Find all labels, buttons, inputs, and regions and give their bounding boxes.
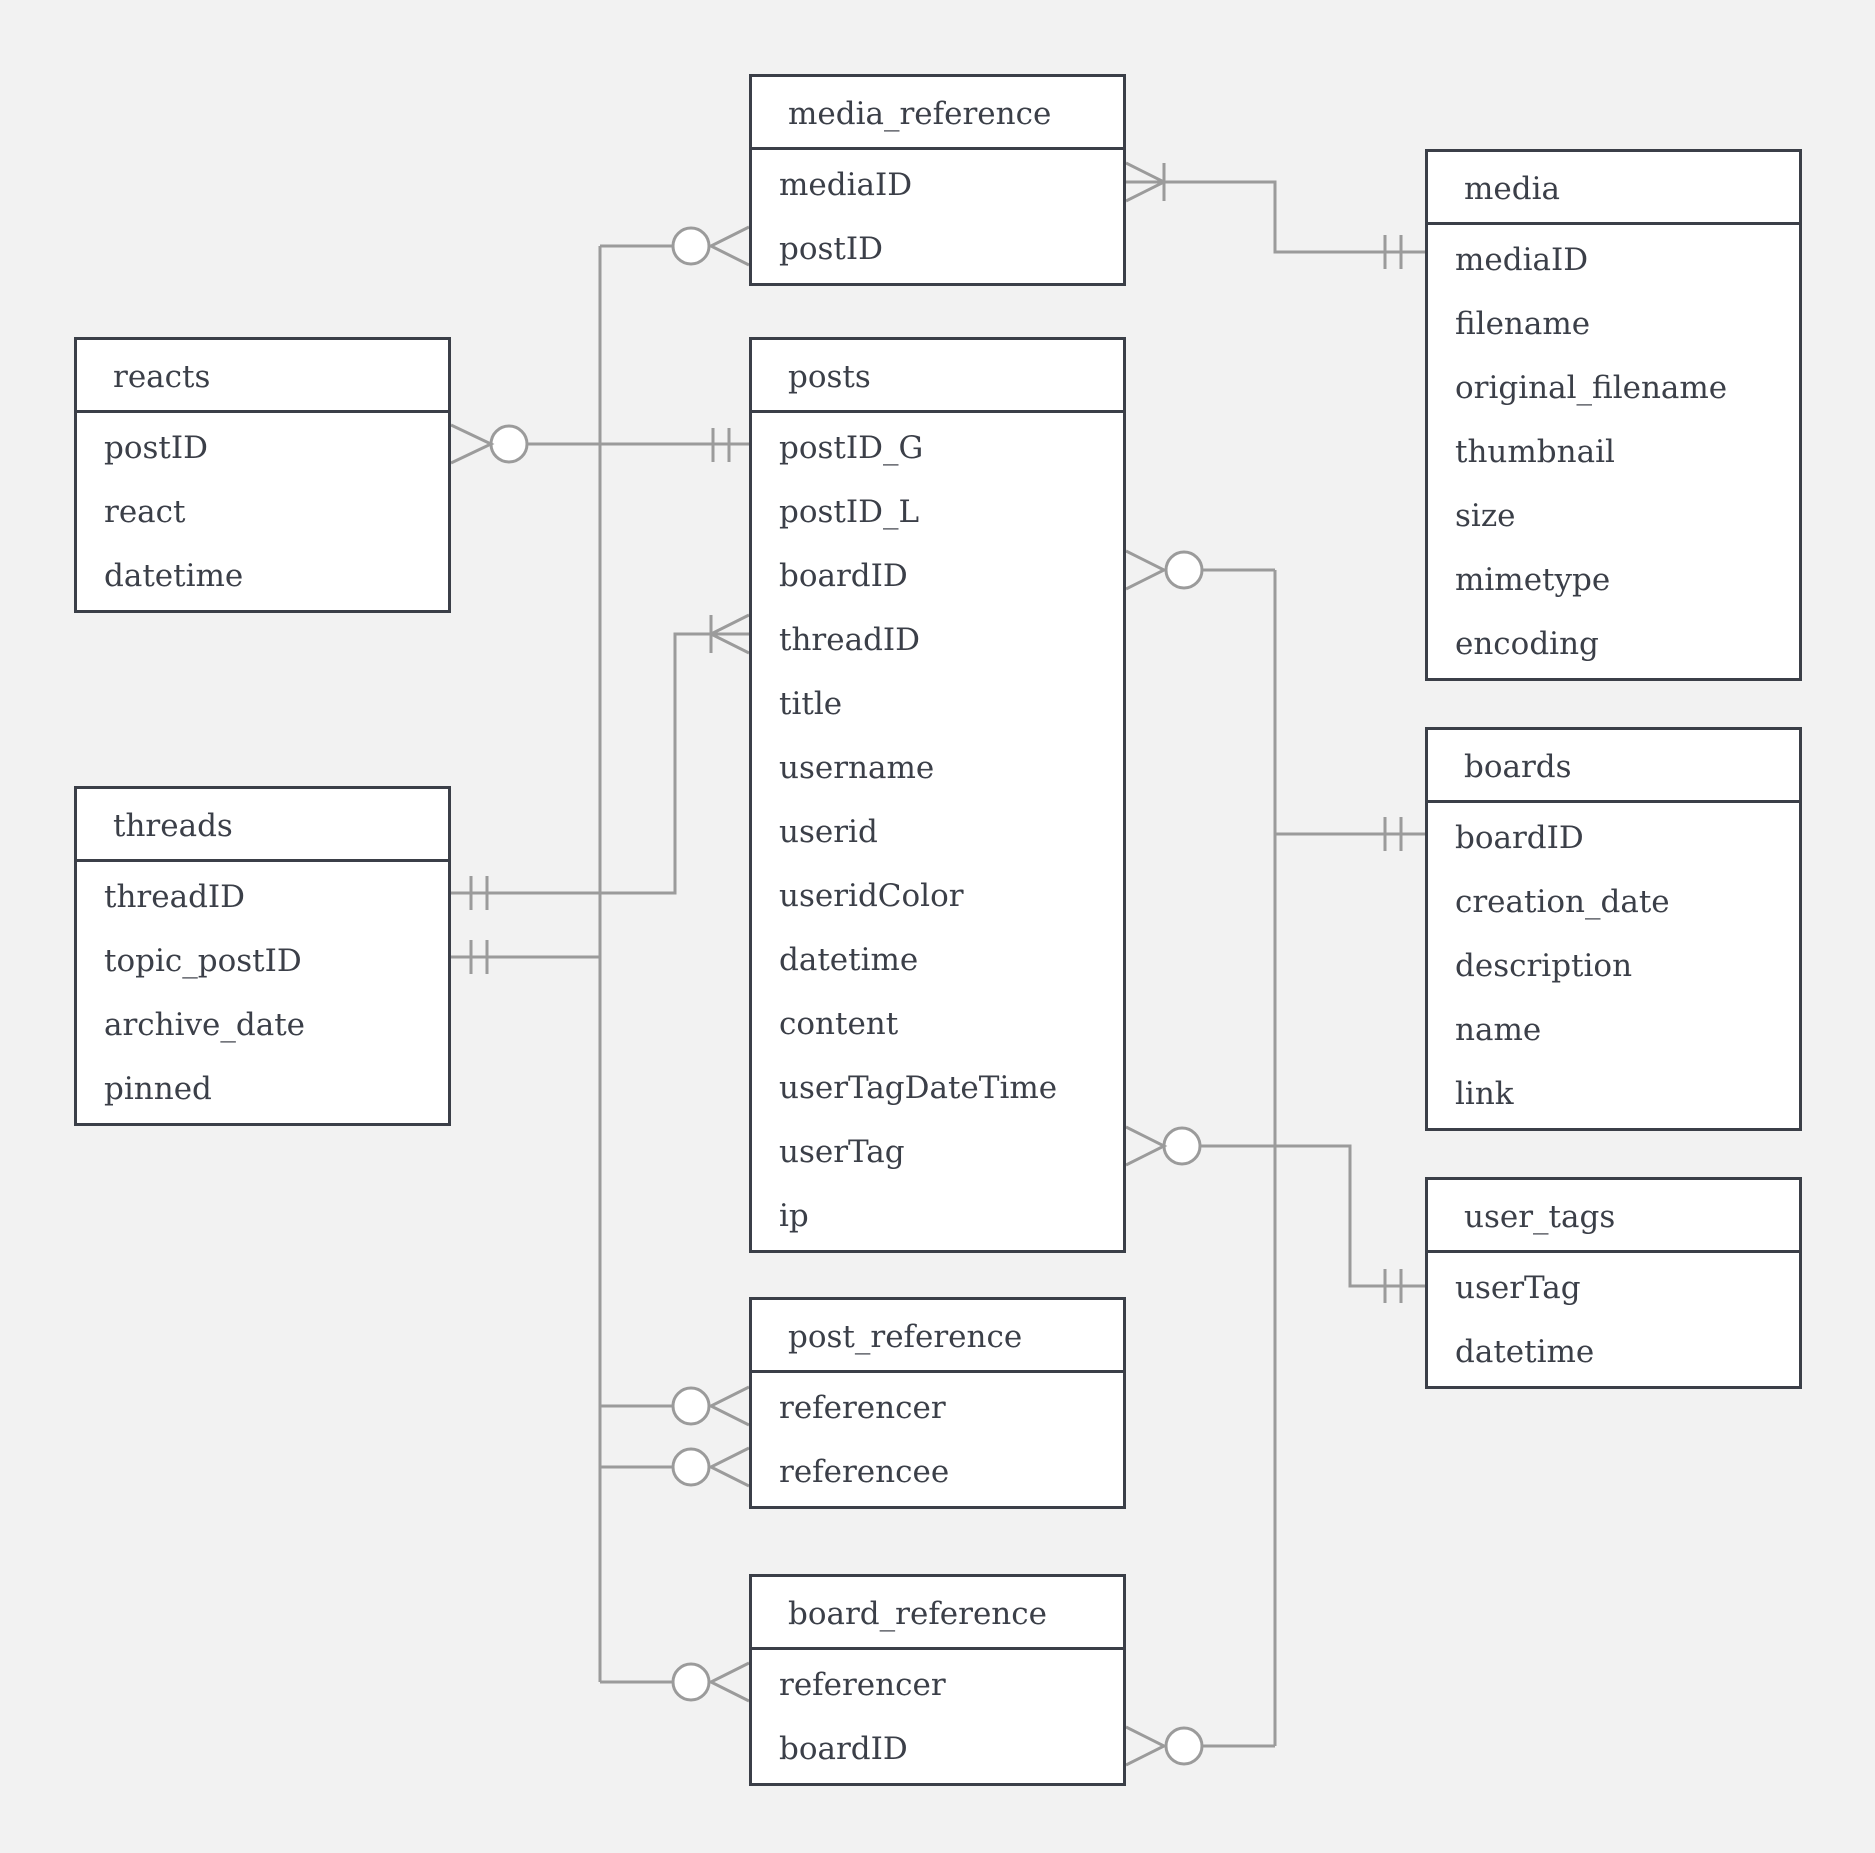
entity-post-reference[interactable]: post_reference referencer referencee: [749, 1297, 1126, 1509]
entity-field: postID_L: [779, 494, 920, 530]
entity-field: postID: [779, 231, 883, 267]
crowfoot-one-or-many-symbol: [1125, 161, 1168, 203]
entity-field: userTag: [779, 1134, 905, 1170]
entity-title: media_reference: [752, 77, 1123, 150]
entity-field: postID: [104, 430, 208, 466]
crowfoot-one-or-many-symbol: [707, 613, 750, 655]
entity-field: encoding: [1455, 626, 1599, 662]
entity-field: archive_date: [104, 1007, 306, 1043]
entity-field: useridColor: [779, 878, 964, 914]
entity-field: title: [779, 686, 843, 722]
entity-field: mimetype: [1455, 562, 1611, 598]
entity-field: topic_postID: [104, 943, 302, 979]
entity-field: thumbnail: [1455, 434, 1615, 470]
entity-boards[interactable]: boards boardID creation_date description…: [1425, 727, 1802, 1131]
crowfoot-many-symbol: [707, 1661, 750, 1703]
entity-field: datetime: [779, 942, 919, 978]
entity-field: boardID: [779, 1731, 908, 1767]
crowfoot-many-symbol: [1125, 549, 1168, 591]
crowfoot-many-symbol: [1125, 1725, 1168, 1767]
entity-field: userid: [779, 814, 878, 850]
crowfoot-many-symbol: [1125, 1125, 1168, 1167]
entity-title: media: [1428, 152, 1799, 225]
entity-field: datetime: [104, 558, 244, 594]
entity-user-tags[interactable]: user_tags userTag datetime: [1425, 1177, 1802, 1389]
entity-field: referencer: [779, 1667, 946, 1703]
connector-posts-to-user-tags: [1164, 1144, 1425, 1288]
crowfoot-many-symbol: [450, 423, 495, 465]
zero-symbol: [1162, 1126, 1202, 1166]
entity-field: username: [779, 750, 935, 786]
entity-field: referencer: [779, 1390, 946, 1426]
connector-media-reference-to-media: [1126, 180, 1425, 254]
zero-symbol: [671, 1386, 711, 1426]
entity-field: size: [1455, 498, 1516, 534]
entity-field: filename: [1455, 306, 1591, 342]
entity-title: boards: [1428, 730, 1799, 803]
entity-field: description: [1455, 948, 1633, 984]
entity-field: userTagDateTime: [779, 1070, 1058, 1106]
entity-field: threadID: [104, 879, 246, 915]
one-bar-symbol: [469, 940, 489, 974]
zero-symbol: [1164, 550, 1204, 590]
crowfoot-many-symbol: [707, 1446, 750, 1488]
entity-title: posts: [752, 340, 1123, 413]
one-bar-symbol: [711, 428, 731, 462]
entity-title: user_tags: [1428, 1180, 1799, 1253]
zero-symbol: [671, 226, 711, 266]
entity-media[interactable]: media mediaID filename original_filename…: [1425, 149, 1802, 681]
entity-field: threadID: [779, 622, 921, 658]
entity-title: reacts: [77, 340, 448, 413]
one-bar-symbol: [1383, 1269, 1403, 1303]
entity-posts[interactable]: posts postID_G postID_L boardID threadID…: [749, 337, 1126, 1253]
entity-board-reference[interactable]: board_reference referencer boardID: [749, 1574, 1126, 1786]
one-bar-symbol: [1383, 817, 1403, 851]
crowfoot-many-symbol: [707, 225, 750, 267]
zero-symbol: [671, 1447, 711, 1487]
entity-title: board_reference: [752, 1577, 1123, 1650]
entity-field: boardID: [779, 558, 908, 594]
entity-field: original_filename: [1455, 370, 1728, 406]
entity-field: mediaID: [779, 167, 913, 203]
entity-title: threads: [77, 789, 448, 862]
zero-symbol: [489, 424, 529, 464]
entity-media-reference[interactable]: media_reference mediaID postID: [749, 74, 1126, 286]
one-bar-symbol: [1383, 235, 1403, 269]
entity-field: boardID: [1455, 820, 1584, 856]
zero-symbol: [671, 1662, 711, 1702]
entity-field: ip: [779, 1198, 809, 1234]
entity-field: referencee: [779, 1454, 950, 1490]
entity-field: content: [779, 1006, 899, 1042]
entity-field: postID_G: [779, 430, 924, 466]
entity-reacts[interactable]: reacts postID react datetime: [74, 337, 451, 613]
entity-field: react: [104, 494, 186, 530]
entity-field: creation_date: [1455, 884, 1670, 920]
entity-threads[interactable]: threads threadID topic_postID archive_da…: [74, 786, 451, 1126]
entity-field: datetime: [1455, 1334, 1595, 1370]
entity-field: userTag: [1455, 1270, 1581, 1306]
one-bar-symbol: [469, 876, 489, 910]
entity-field: mediaID: [1455, 242, 1589, 278]
entity-title: post_reference: [752, 1300, 1123, 1373]
entity-field: pinned: [104, 1071, 212, 1107]
entity-field: link: [1455, 1076, 1514, 1112]
entity-field: name: [1455, 1012, 1542, 1048]
crowfoot-many-symbol: [707, 1385, 750, 1427]
zero-symbol: [1164, 1726, 1204, 1766]
